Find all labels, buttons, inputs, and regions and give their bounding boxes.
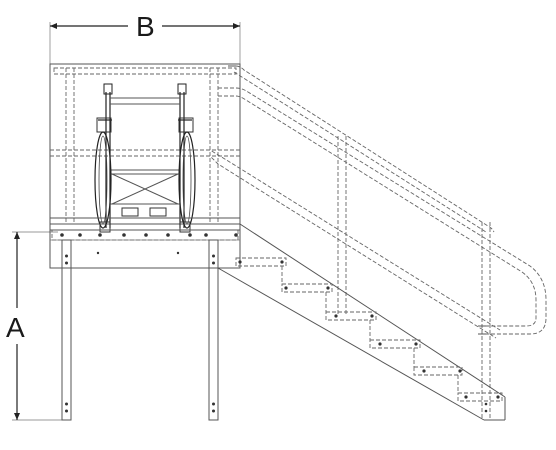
dimension-b-label: B <box>136 11 155 42</box>
stair-stringer <box>217 223 506 421</box>
stair-tread <box>281 283 333 293</box>
platform-deck <box>49 217 241 269</box>
platform-legs <box>61 239 219 421</box>
stair-tread <box>413 366 463 376</box>
wheelchair-icon <box>94 83 196 233</box>
stair-tread <box>369 339 421 349</box>
stair-tread <box>325 311 377 321</box>
stair-tread <box>235 257 287 267</box>
dimension-b: B <box>49 11 241 64</box>
stair-treads <box>235 257 503 413</box>
platform-guard-rail <box>49 63 241 225</box>
dimension-a: A <box>6 231 66 421</box>
stair-tread <box>457 392 503 402</box>
dimension-a-label: A <box>6 312 25 343</box>
stair-handrail <box>74 65 547 420</box>
